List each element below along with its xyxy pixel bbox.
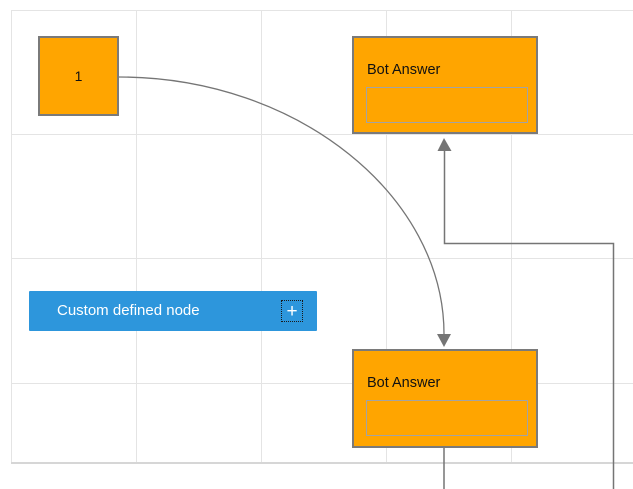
node-bot-answer-top[interactable]: Bot Answer	[352, 36, 538, 134]
bot-answer-input[interactable]	[366, 87, 528, 123]
bot-answer-title: Bot Answer	[367, 375, 441, 391]
connector-arrowhead-down-icon	[437, 334, 451, 347]
custom-defined-node-button[interactable]: Custom defined node +	[29, 291, 317, 331]
grid	[11, 10, 633, 464]
connector-orthogonal[interactable]	[437, 138, 615, 489]
plus-glyph: +	[286, 300, 298, 322]
bot-answer-input[interactable]	[366, 400, 528, 436]
connector-arrowhead-up-icon	[437, 138, 452, 151]
connector-bezier[interactable]	[118, 76, 451, 347]
node-1-label: 1	[74, 68, 83, 84]
bot-answer-title: Bot Answer	[367, 62, 441, 78]
node-1[interactable]: 1	[38, 36, 119, 116]
custom-defined-node-label: Custom defined node	[57, 302, 200, 319]
node-bot-answer-bottom[interactable]: Bot Answer	[352, 349, 538, 448]
plus-icon[interactable]: +	[281, 300, 303, 322]
